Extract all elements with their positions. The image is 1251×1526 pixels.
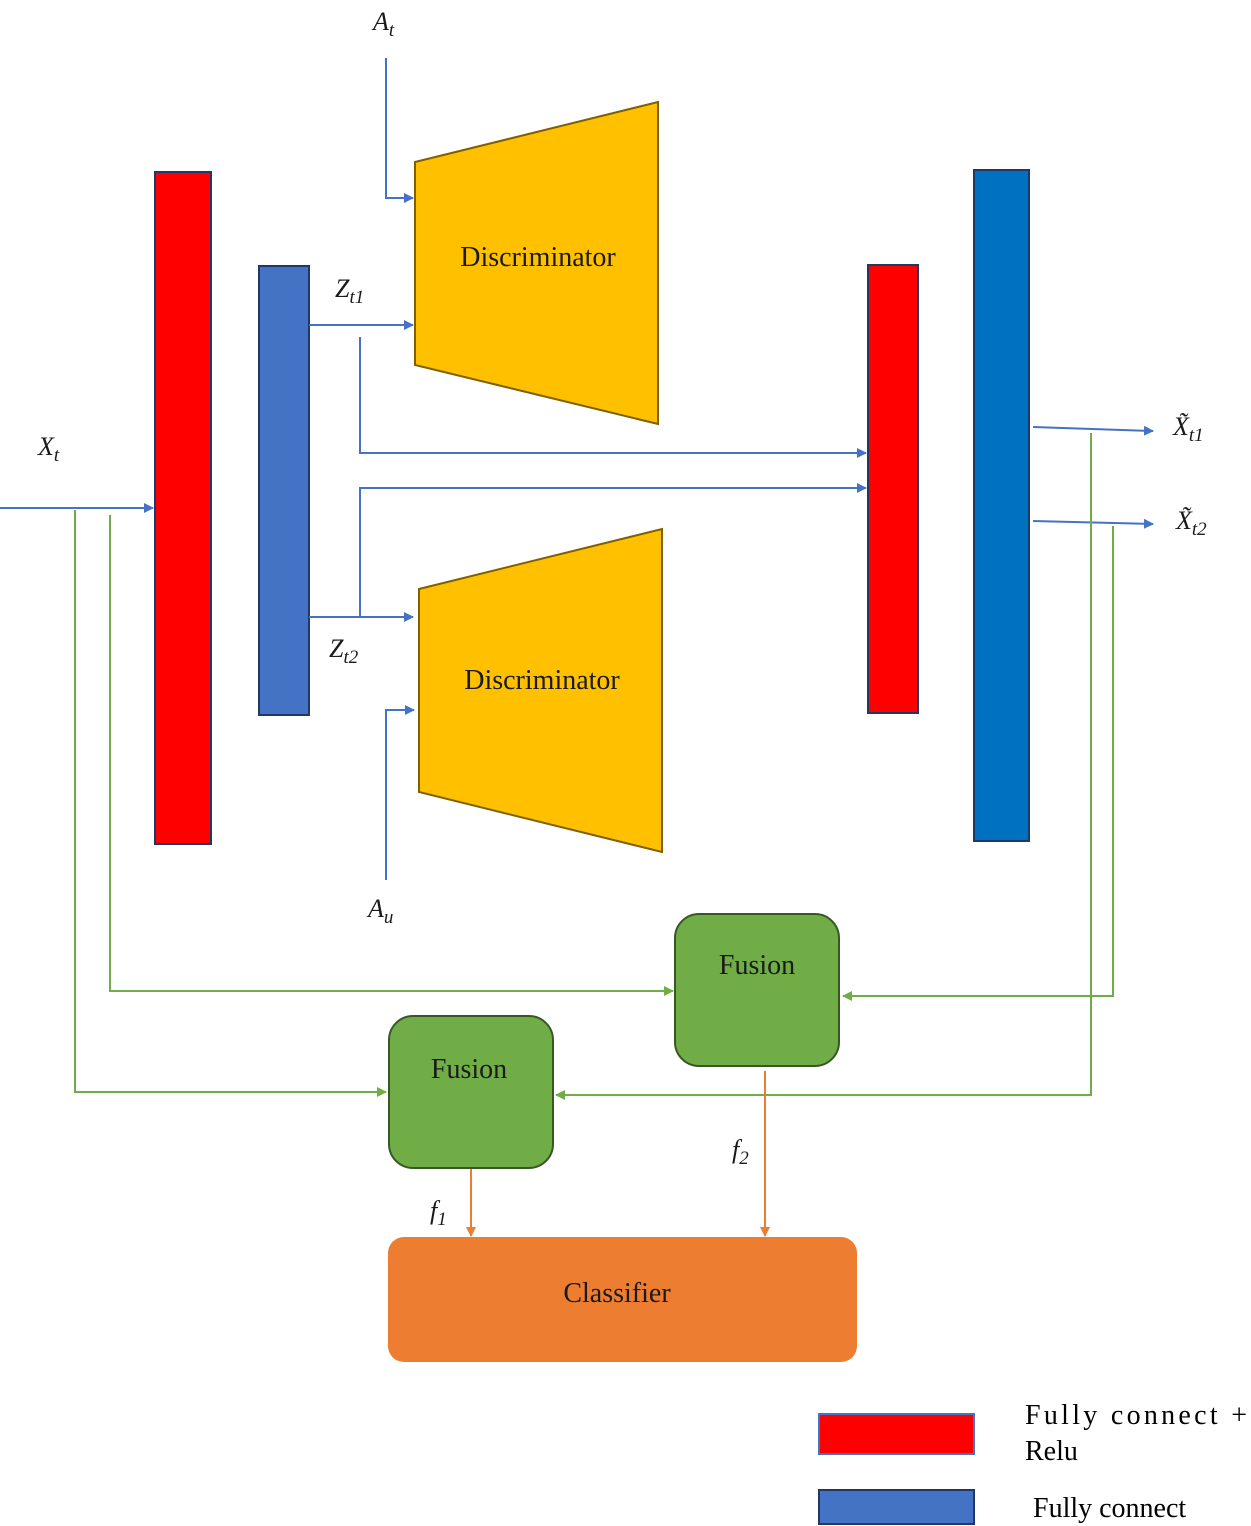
discriminator-top-label: Discriminator (460, 242, 616, 273)
arrow-xt-to-fusion-right (109, 515, 674, 996)
label-xt1-hat: X̃t1 (1172, 412, 1204, 446)
arrow-xt1-output (1032, 425, 1154, 436)
label-f1: f1 (430, 1196, 447, 1230)
legend: Fully connect + Relu Fully connect (818, 1400, 1247, 1525)
legend-red-line1: Fully connect + (1025, 1400, 1247, 1431)
arrow-zt1-to-decoder (359, 337, 867, 458)
encoder-layer-1 (154, 171, 212, 845)
fusion-right (674, 913, 840, 1067)
label-au: Au (366, 894, 393, 928)
classifier-label: Classifier (563, 1278, 671, 1309)
arrow-xt1hat-to-fusion-left (555, 433, 1092, 1100)
label-xt: Xt (37, 432, 60, 466)
fusion-right-label: Fusion (719, 950, 795, 981)
legend-red-line2: Relu (1025, 1436, 1078, 1467)
legend-swatch-red (818, 1413, 975, 1455)
arrow-at-to-discriminator (385, 58, 414, 203)
legend-swatch-blue (818, 1489, 975, 1525)
label-zt2: Zt2 (329, 634, 359, 668)
arrow-au-to-discriminator (385, 705, 415, 880)
label-f2: f2 (732, 1135, 749, 1169)
arrow-xt2hat-to-fusion-right (842, 526, 1114, 1001)
arrow-zt2-to-decoder (359, 483, 867, 617)
fusion-left-label: Fusion (431, 1054, 507, 1085)
classifier (388, 1237, 857, 1362)
arrow-xt-to-fusion-left (74, 510, 387, 1097)
fusion-left (388, 1015, 554, 1169)
discriminator-top (414, 100, 659, 426)
arrow-xt2-output (1032, 518, 1154, 529)
label-zt1: Zt1 (335, 274, 364, 308)
legend-blue-label: Fully connect (1033, 1493, 1186, 1524)
discriminator-bottom-label: Discriminator (464, 665, 620, 696)
discriminator-bottom (418, 527, 663, 854)
decoder-layer-2 (973, 169, 1030, 842)
encoder-layer-2 (258, 265, 310, 716)
decoder-layer-1 (867, 264, 919, 714)
label-at: At (371, 7, 395, 41)
label-xt2-hat: X̃t2 (1175, 506, 1207, 540)
